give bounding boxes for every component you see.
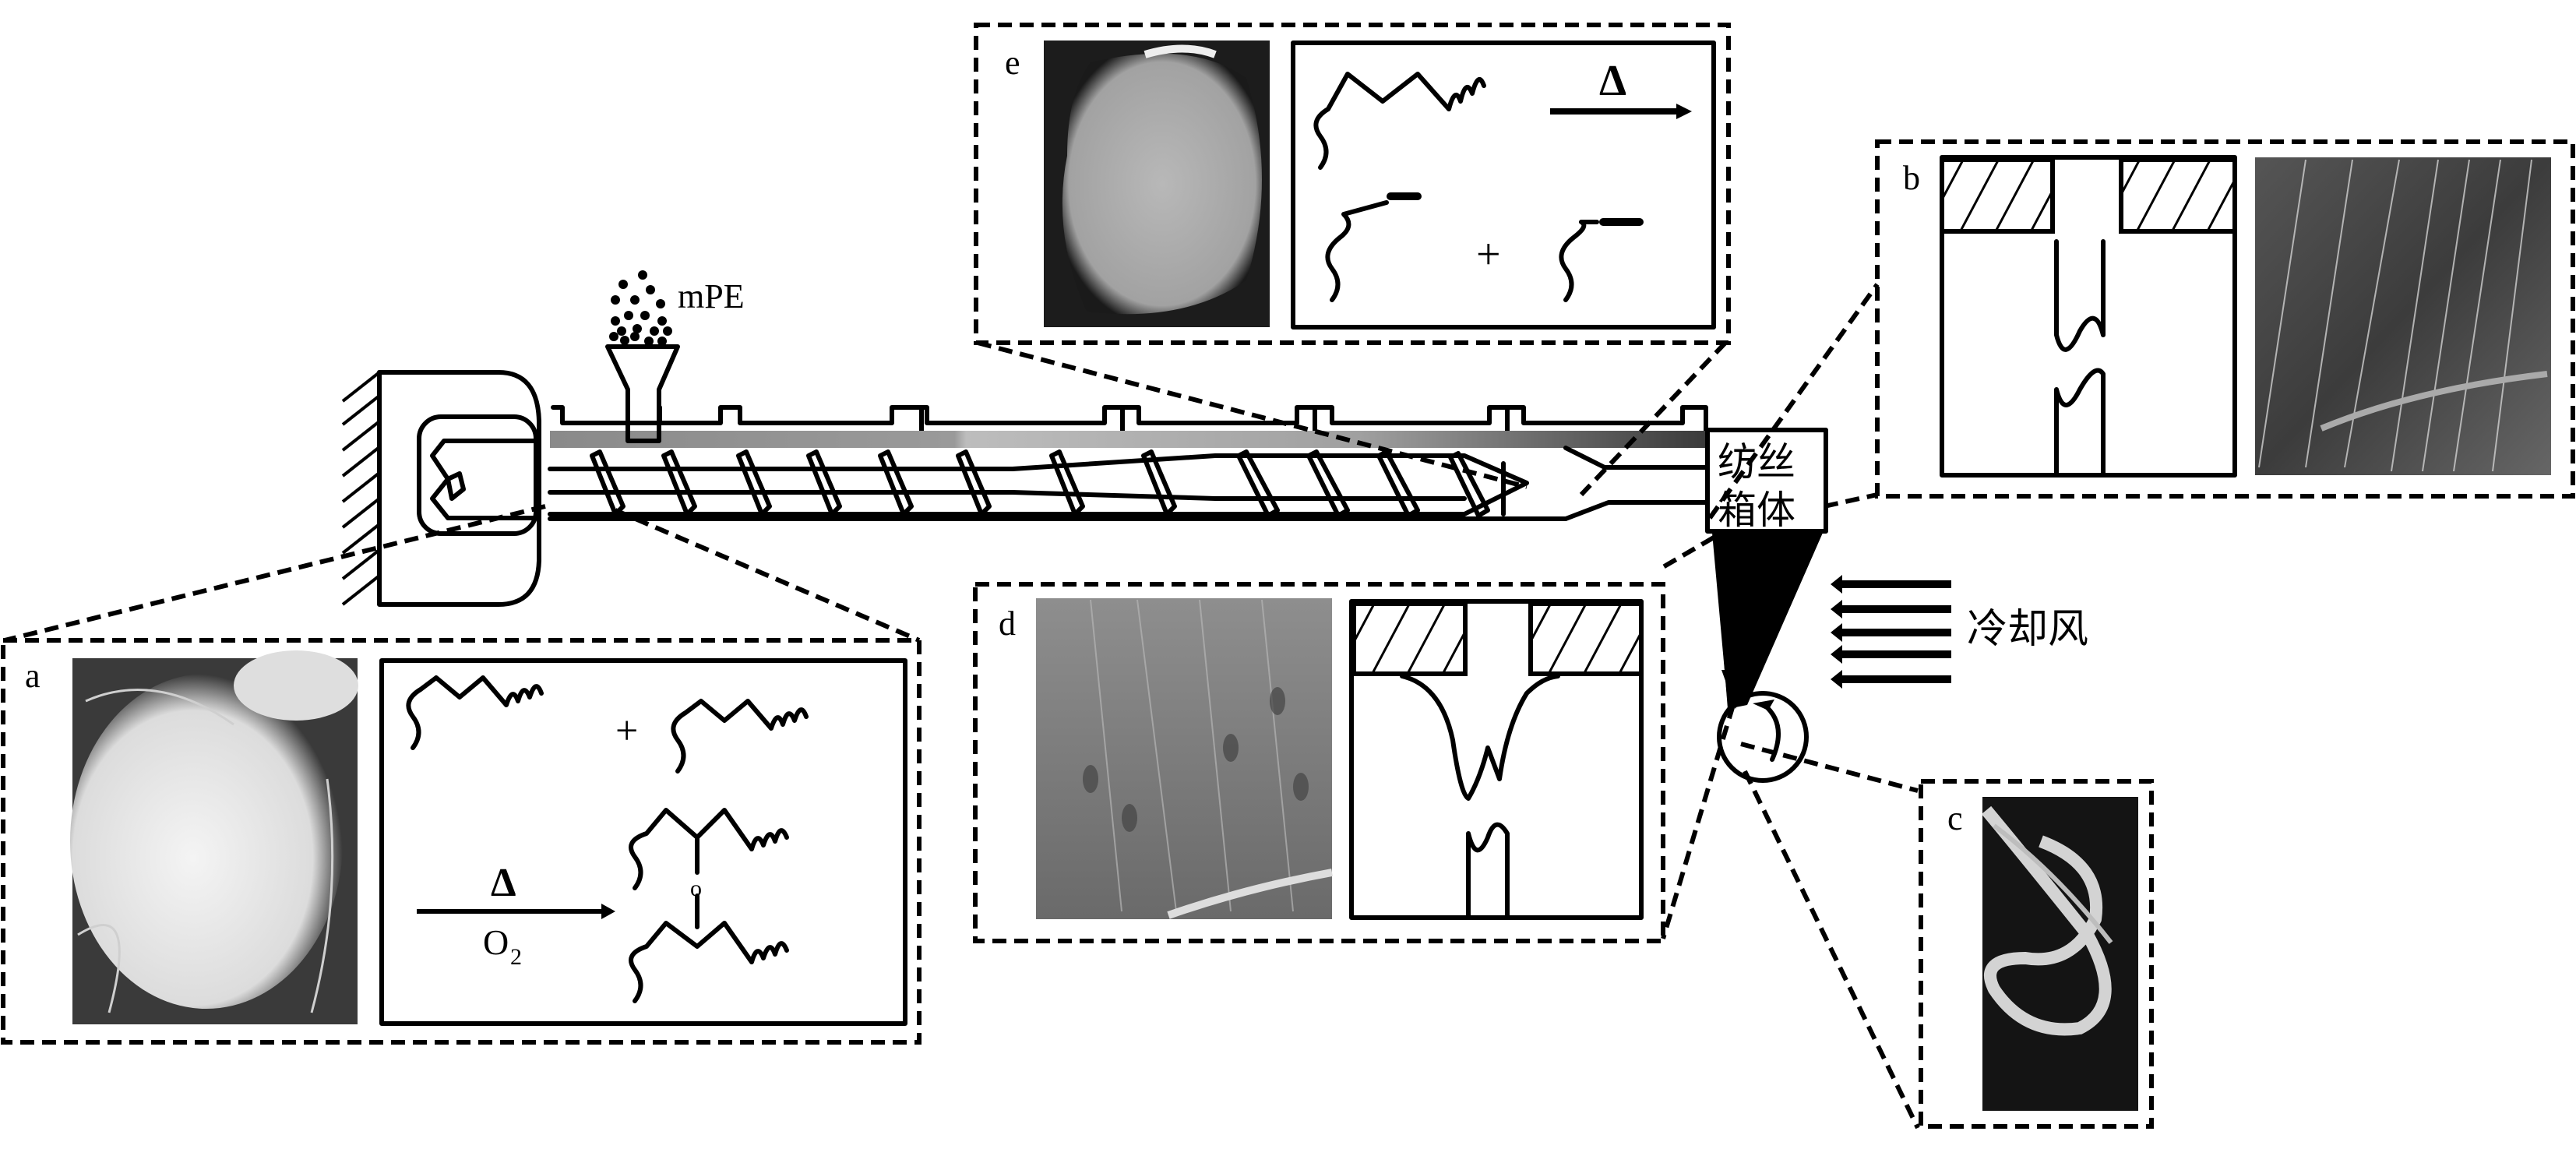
drive-gearbox [377, 370, 541, 607]
product-chain-e1 [1325, 192, 1422, 302]
panel-e-photo [1044, 41, 1270, 327]
panel-b-photo [2255, 157, 2551, 475]
pellets [609, 270, 672, 346]
reactant-chain-1 [406, 675, 544, 750]
wall-mount [341, 370, 382, 606]
panel-b: b [1875, 139, 2575, 499]
panel-a: a + Δ O 2 o [1, 638, 922, 1045]
cooling-air: 冷却风 [1831, 575, 2088, 689]
panel-a-plus: + [615, 709, 638, 753]
panel-e: e Δ + [974, 23, 1731, 345]
feed-label: mPE [678, 277, 745, 315]
panel-e-plus: + [1476, 231, 1501, 279]
heat-symbol-a: Δ [491, 861, 516, 905]
oxygen-bridge: o [690, 876, 702, 901]
spinning-box-label-line2: 箱体 [1718, 488, 1795, 533]
oxygen-label: O [483, 922, 509, 962]
reaction-arrow-a: Δ O 2 [417, 861, 615, 970]
feed-hopper: mPE [605, 270, 745, 443]
panel-c: c [1919, 779, 2154, 1129]
product-chain-e2 [1559, 218, 1644, 302]
panel-b-label: b [1903, 159, 1920, 197]
reactant-chain-2 [671, 699, 809, 774]
spinning-box: 纺丝 箱体 [1705, 428, 1828, 534]
reaction-arrow-e: Δ [1550, 57, 1692, 119]
filament-bundle [1712, 532, 1823, 709]
spinneret-diagram-b [1940, 155, 2237, 478]
panel-c-photo [1981, 797, 2138, 1111]
panel-e-label: e [1005, 44, 1020, 82]
heat-symbol-e: Δ [1599, 57, 1626, 105]
cooling-air-label: 冷却风 [1967, 606, 2088, 653]
panel-d-label: d [999, 604, 1016, 643]
extruder-screw [548, 449, 1529, 518]
panel-c-label: c [1947, 799, 1963, 837]
crosslinked-product [629, 808, 789, 1003]
panel-d-photo [1036, 598, 1333, 919]
callout-leaders [4, 283, 1920, 1130]
cooling-air-arrows [1831, 575, 1951, 689]
spinning-box-label-line1: 纺丝 [1718, 439, 1795, 485]
pe-chain-e [1313, 72, 1486, 170]
panel-d: d [973, 582, 1665, 943]
panel-a-photo [70, 650, 358, 1024]
spinneret-diagram-d [1349, 599, 1644, 920]
oxygen-subscript: 2 [510, 944, 522, 970]
panel-a-label: a [25, 657, 41, 695]
